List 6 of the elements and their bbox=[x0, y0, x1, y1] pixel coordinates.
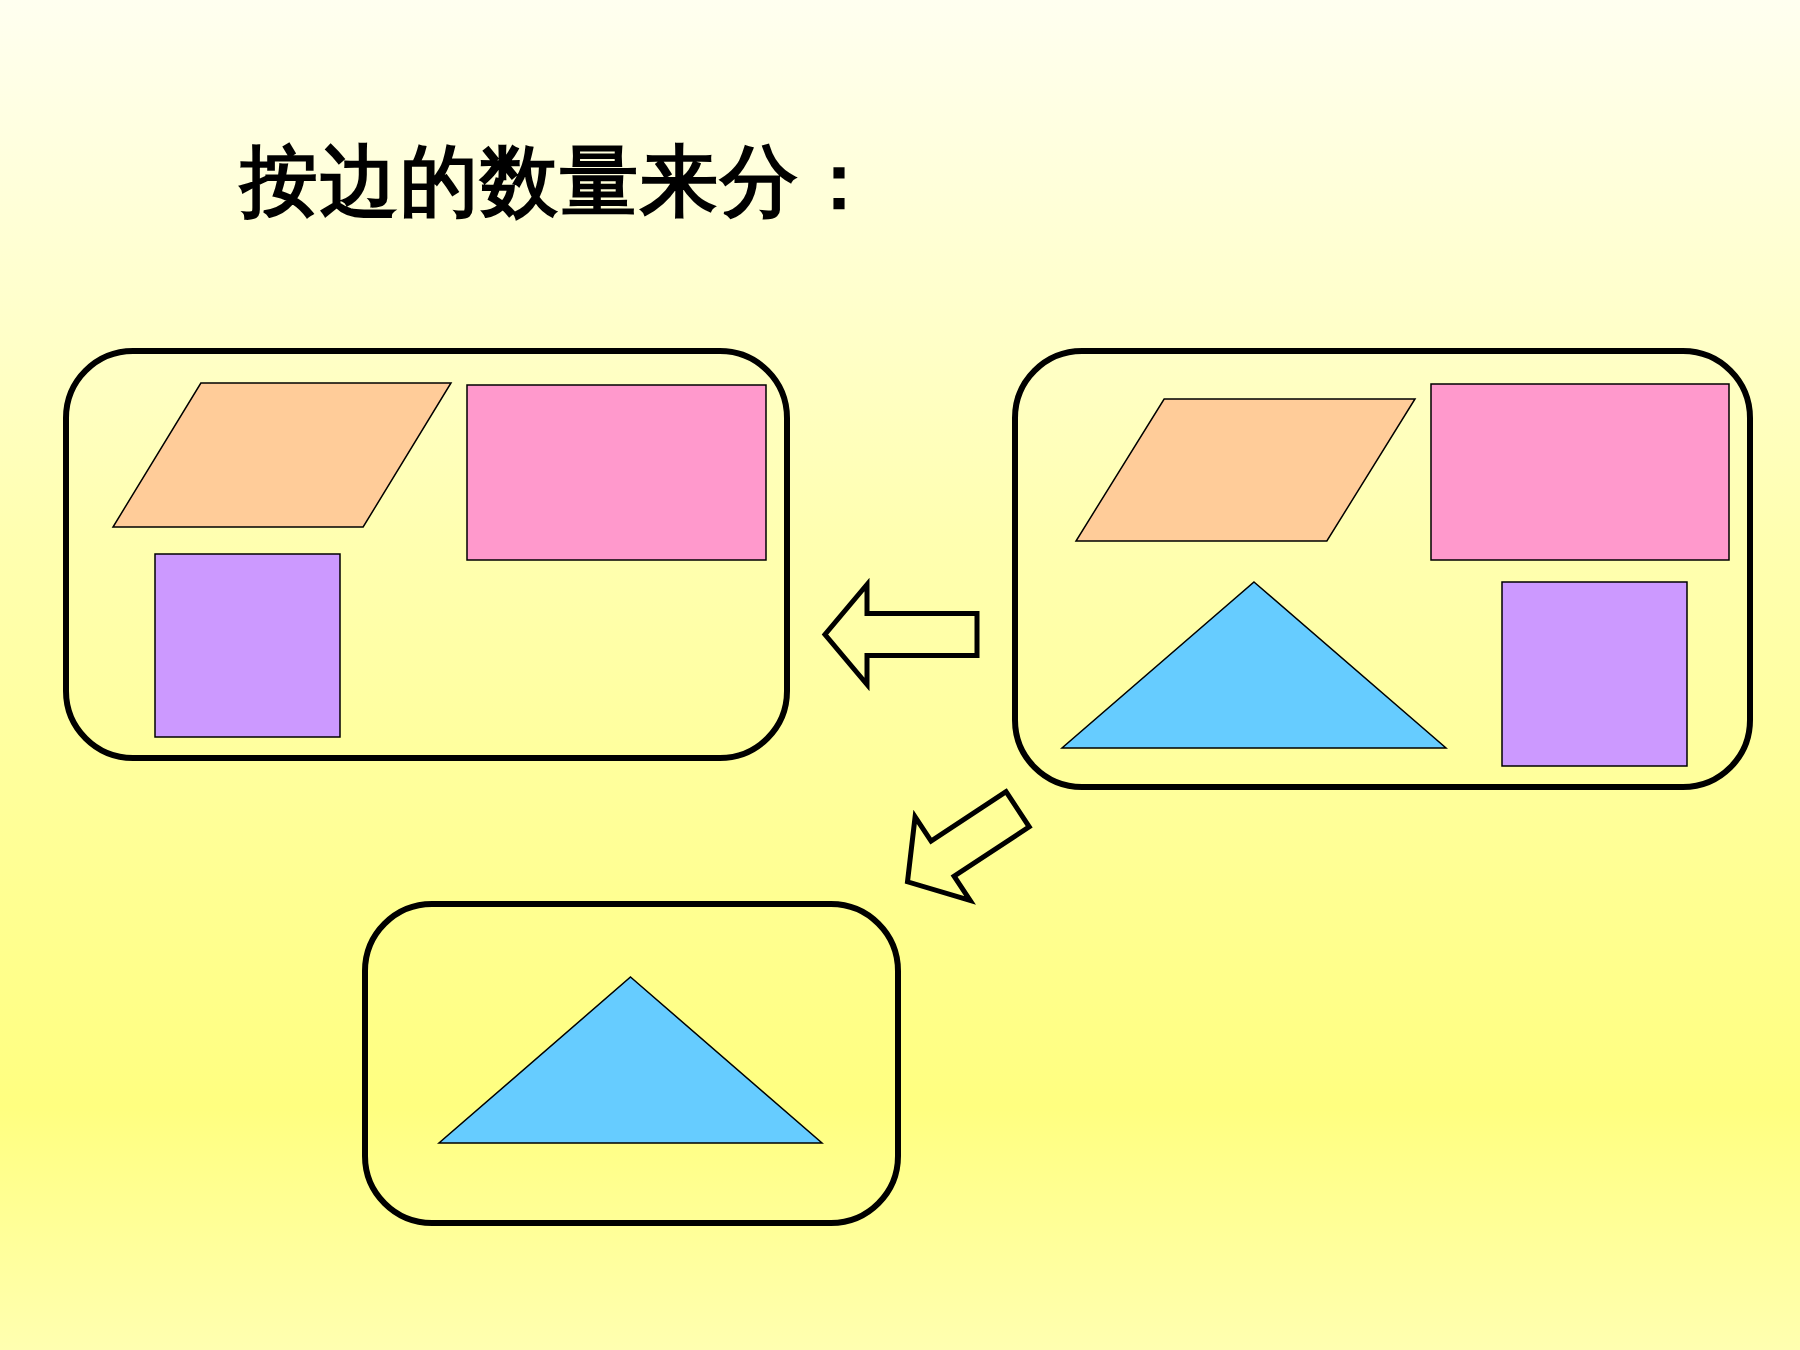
rounded-group-frame bbox=[1012, 348, 1753, 790]
rounded-group-frame bbox=[63, 348, 790, 761]
hollow-arrow bbox=[821, 577, 980, 692]
rounded-group-frame bbox=[362, 901, 901, 1226]
hollow-arrow bbox=[904, 788, 1033, 905]
title: 按边的数量来分： bbox=[240, 135, 880, 228]
